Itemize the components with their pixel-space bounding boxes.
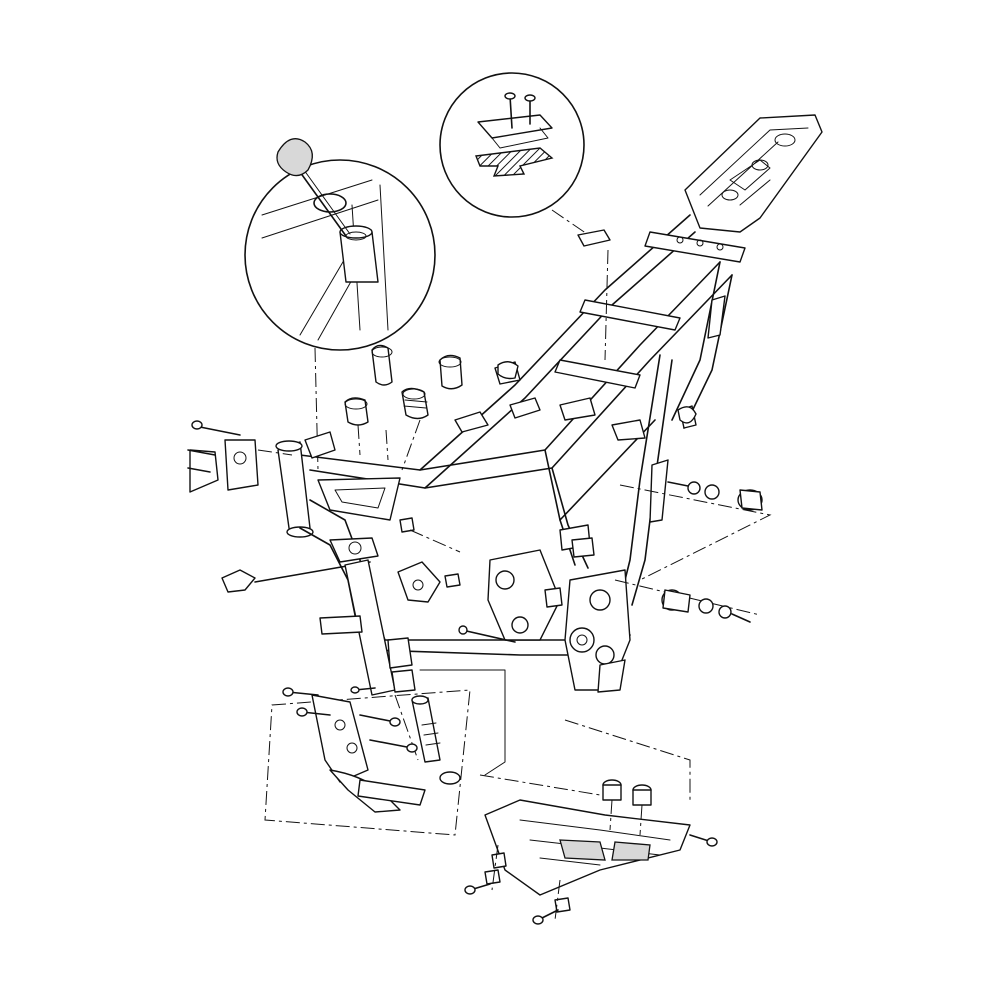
steering-stem-detail-callout — [244, 138, 436, 471]
cross-member-1 — [579, 299, 681, 331]
cross-member-3 — [644, 231, 746, 263]
misc-fasteners — [399, 229, 697, 608]
leader-bracket — [551, 209, 591, 237]
front-mount-bracket — [187, 420, 293, 493]
seat-bracket-detail-callout — [439, 72, 591, 237]
engine-mount-lower — [614, 579, 761, 623]
steering-stem-icon — [261, 138, 389, 341]
cable-hook — [677, 406, 697, 424]
detail-circle — [244, 159, 436, 351]
bracket-plate-icon — [475, 92, 554, 177]
bearing-ring-4 — [401, 387, 429, 420]
downtube-bracket — [329, 537, 379, 563]
stand-bracket — [264, 686, 471, 836]
leader-line-1 — [419, 669, 506, 776]
bearing-ring-3 — [344, 397, 369, 426]
bearing-races — [344, 344, 521, 471]
rear-seat-rail — [684, 114, 823, 233]
bearing-ring-2 — [438, 354, 463, 390]
bearing-ring-1 — [371, 344, 393, 386]
front-gusset — [317, 477, 401, 521]
detail-circle-2 — [439, 72, 585, 218]
skid-plate-assembly — [464, 719, 718, 925]
engine-mount-upper — [619, 481, 772, 581]
engine-plate — [397, 561, 516, 643]
sidestand-assembly — [319, 559, 419, 761]
clip-part — [221, 561, 371, 593]
cross-member-2 — [554, 359, 641, 389]
